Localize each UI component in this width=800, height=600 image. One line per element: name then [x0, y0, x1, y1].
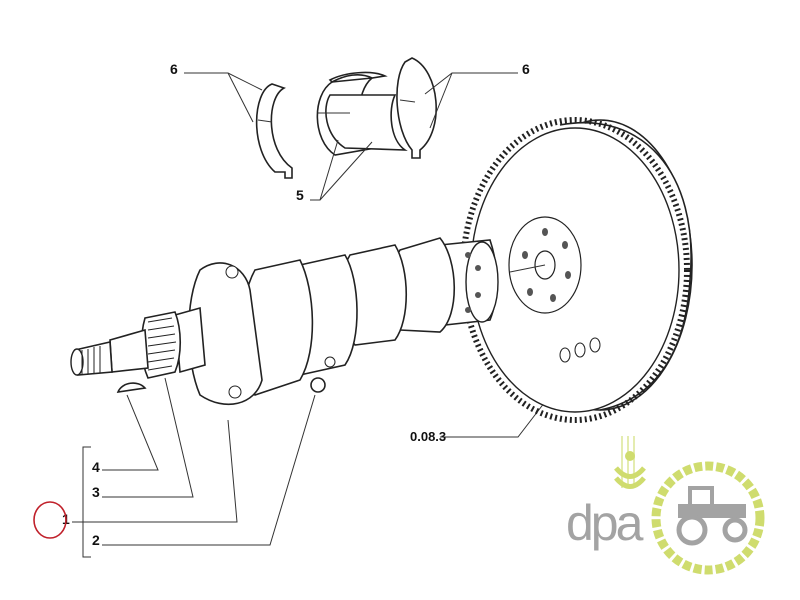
crankshaft	[70, 237, 499, 406]
svg-text:dpa: dpa	[566, 495, 644, 551]
flywheel	[460, 117, 693, 423]
callout-flywheel-ref: 0.08.3	[410, 429, 446, 444]
bearing-shell-lower	[318, 94, 408, 151]
callout-2: 2	[92, 532, 100, 548]
callout-4: 4	[92, 459, 100, 475]
callout-5: 5	[296, 187, 304, 203]
thrust-washer-left	[255, 83, 293, 179]
highlight-circle	[33, 501, 67, 539]
woodruff-key	[116, 382, 147, 393]
thrust-washer-right	[396, 57, 437, 159]
callout-3: 3	[92, 484, 100, 500]
dpa-logo: dpa	[566, 436, 765, 575]
callout-6-left: 6	[170, 61, 178, 77]
callout-6-right: 6	[522, 61, 530, 77]
